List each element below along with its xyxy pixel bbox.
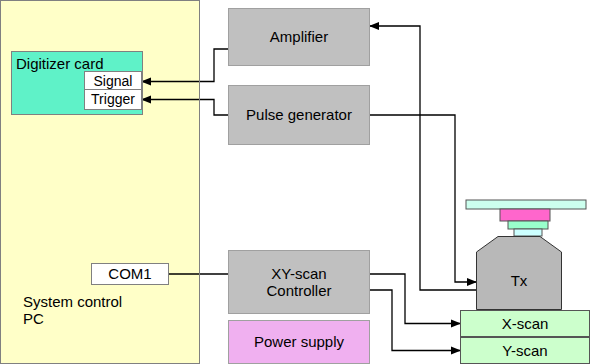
- stage-box: X-scan: [460, 310, 590, 337]
- node-label: Trigger: [91, 91, 135, 107]
- connector: [169, 273, 228, 274]
- process-box: Amplifier: [228, 8, 370, 66]
- node-label: Tx: [511, 272, 528, 289]
- pc-panel-fill: [0, 0, 200, 364]
- power-box: Power supply: [228, 320, 370, 364]
- node-label: Pulse generator: [246, 106, 352, 123]
- node-label: COM1: [108, 265, 151, 282]
- pc-panel: System control PC Digitizer cardSignalTri…: [0, 0, 200, 364]
- connector: [370, 26, 476, 290]
- port-box: Trigger: [84, 89, 142, 110]
- node-label: Power supply: [254, 333, 344, 350]
- connector: [142, 49, 228, 82]
- background-layer: [0, 0, 200, 364]
- stage-box: Y-scan: [460, 337, 590, 364]
- objective-shape: [477, 237, 562, 310]
- sample-stage: [466, 200, 586, 209]
- connector: [142, 100, 228, 116]
- sample: [500, 209, 550, 221]
- objective-tx: Tx: [476, 236, 562, 310]
- node-label: System control PC: [23, 293, 133, 328]
- node-label: X-scan: [502, 315, 549, 332]
- card-box: Digitizer cardSignalTrigger: [11, 51, 143, 115]
- connector: [370, 115, 476, 282]
- lens-tip: [514, 229, 542, 236]
- node-label: XY-scan Controller: [251, 265, 347, 300]
- connector: [370, 274, 460, 324]
- node-label: Digitizer card: [16, 55, 104, 72]
- lens-top: [508, 221, 548, 229]
- node-label: Y-scan: [502, 342, 547, 359]
- node-label: Signal: [94, 73, 133, 89]
- port-box: COM1: [91, 263, 169, 285]
- connector: [370, 290, 460, 351]
- process-box: Pulse generator: [228, 85, 370, 145]
- node-label: Amplifier: [270, 28, 328, 45]
- process-box: XY-scan Controller: [228, 250, 370, 314]
